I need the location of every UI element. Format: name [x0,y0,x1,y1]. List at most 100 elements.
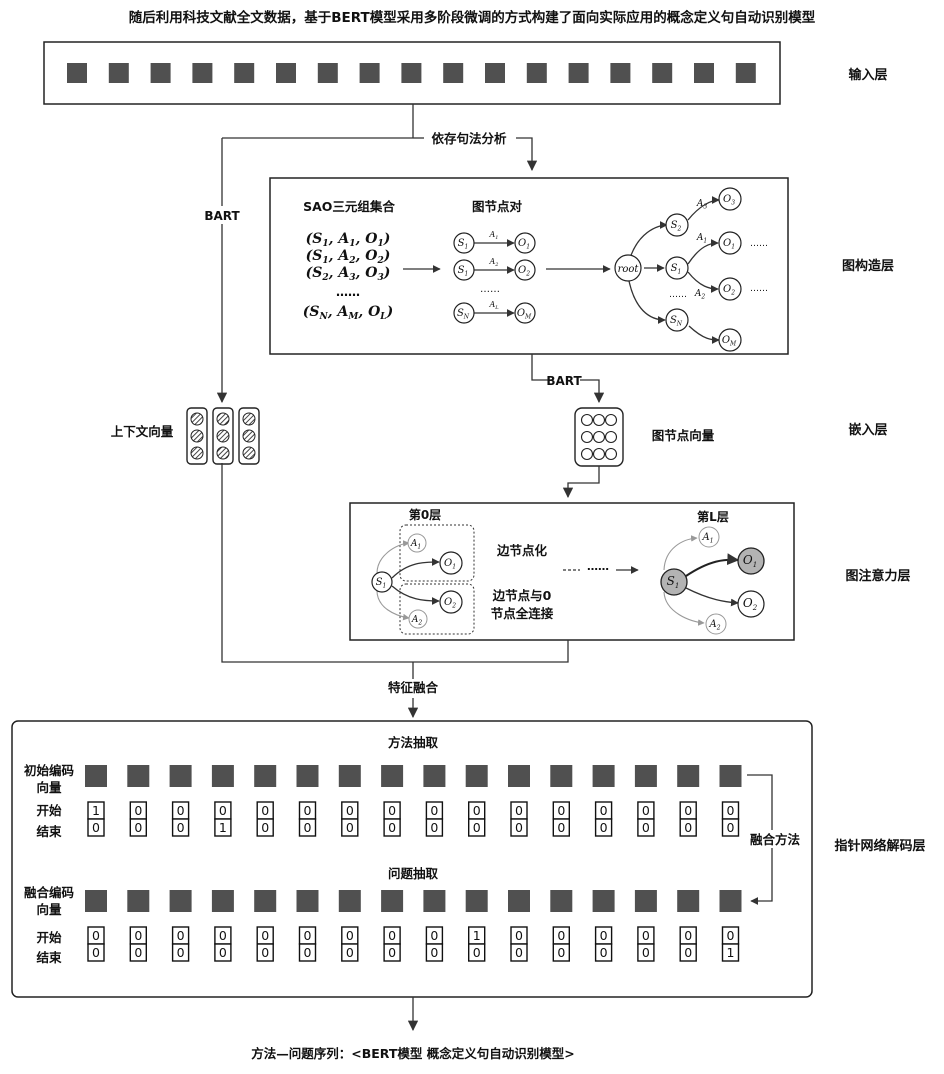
method-extraction-title: 方法抽取 [388,735,439,750]
context-vector-cell [190,429,204,443]
svg-text:0: 0 [727,820,735,835]
tree-dots-mid: …… [669,290,687,300]
method-pointer-cell: 00 [468,801,486,837]
context-vector-cell [242,412,256,426]
svg-text:0: 0 [642,945,650,960]
question-pointer-cell: 10 [468,926,486,962]
svg-text:0: 0 [557,820,565,835]
sao-triple: (S1​, A1​, O1​) [306,231,391,249]
fused-encoding-label-2: 向量 [36,902,62,917]
layer0-title: 第0层 [409,507,441,522]
method-pointer-cell: 00 [129,801,148,837]
node-vector-cell [580,413,594,427]
tree-a2-label: A2 [694,289,706,300]
svg-text:0: 0 [642,803,650,818]
init-encoding-token [169,765,192,787]
input-token [485,63,505,83]
svg-text:0: 0 [600,820,608,835]
diagram-title: 随后利用科技文献全文数据，基于BERT模型采用多阶段微调的方式构建了面向实际应用… [129,9,816,26]
init-encoding-label-1: 初始编码 [24,763,74,778]
method-pointer-cell: 00 [510,801,528,837]
att0-a2-node-label: A2 [411,615,423,626]
edge-node-box [399,524,475,582]
svg-text:1: 1 [473,928,481,943]
tree-s2-node-label: S2 [671,220,682,233]
method-pointer-cell: 00 [552,801,570,837]
fused-encoding-token [127,890,150,912]
svg-text:0: 0 [473,803,481,818]
pair-object-node: O1 [514,232,536,254]
method-pointer-cell: 00 [679,801,697,837]
svg-text:0: 0 [134,803,142,818]
tree-dots-1: …… [750,239,768,249]
svg-text:1: 1 [92,803,100,818]
input-token [610,63,631,83]
context-vector-cell [216,412,230,426]
pair-action-label: A1 [489,230,499,241]
svg-text:0: 0 [515,928,523,943]
attL-o1-node: O1 [737,547,765,575]
fused-encoding-token [550,890,573,912]
fused-encoding-token [381,890,404,912]
input-token [276,63,296,83]
question-pointer-cell: 00 [171,926,190,962]
sao-triple: (S1​, A2​, O2​) [306,248,391,266]
svg-text:0: 0 [684,945,692,960]
input-token [192,63,213,83]
input-token [652,63,673,83]
init-encoding-token [85,765,107,787]
svg-text:0: 0 [177,945,185,960]
input-token [568,63,589,83]
tree-a3-label: A3 [696,199,708,210]
fused-encoding-token [296,890,319,912]
svg-text:0: 0 [557,928,565,943]
full-connect-label-1: 边节点与0 [492,588,552,603]
svg-text:0: 0 [684,820,692,835]
svg-text:0: 0 [346,928,354,943]
att0-s1-node: S1 [371,571,393,593]
svg-text:0: 0 [92,928,100,943]
method-pointer-cell: 00 [341,801,359,837]
svg-text:1: 1 [727,945,735,960]
method-pointer-cell: 00 [298,801,317,837]
svg-text:0: 0 [261,945,269,960]
node-vector-cell [580,447,594,461]
input-token [443,63,464,83]
question-pointer-cell: 00 [214,926,232,962]
method-pointer-cell: 00 [594,801,613,837]
fused-encoding-token [508,890,530,912]
method-end-label: 结束 [36,824,62,839]
svg-text:0: 0 [388,820,396,835]
pair-subject-node: SN [453,302,475,324]
pair-subject-node: S1 [453,259,475,281]
init-encoding-token [423,765,446,787]
question-pointer-cell: 00 [510,926,528,962]
input-token [108,63,129,83]
method-pointer-cell: 00 [171,801,190,837]
layer-label-graph-attention: 图注意力层 [845,568,910,584]
svg-text:0: 0 [430,820,438,835]
tree-o2-node: O2 [718,277,742,301]
root-node: root [614,254,642,282]
svg-text:0: 0 [430,803,438,818]
svg-text:0: 0 [304,803,312,818]
root-tree: rootS2S1SNO3O1O2OMA3A1A2……………… [614,187,768,352]
svg-text:0: 0 [261,820,269,835]
bart-mid-label: BART [546,374,582,388]
svg-text:0: 0 [557,803,565,818]
method-pointer-cell: 01 [214,801,232,837]
init-encoding-token [211,765,234,787]
tree-o1-node: O1 [718,231,742,255]
input-token [67,63,87,83]
init-encoding-token [127,765,150,787]
sao-triple: (SN​, AM​, OL​) [303,304,393,322]
question-pointer-cell: 00 [341,926,359,962]
svg-text:0: 0 [600,928,608,943]
svg-text:0: 0 [557,945,565,960]
attL-o2-node: O2 [737,590,765,618]
question-pointer-cell: 00 [256,926,274,962]
output-sequence: 方法—问题序列：<BERT模型 概念定义句自动识别模型> [251,1046,574,1061]
fused-encoding-token [85,890,107,912]
